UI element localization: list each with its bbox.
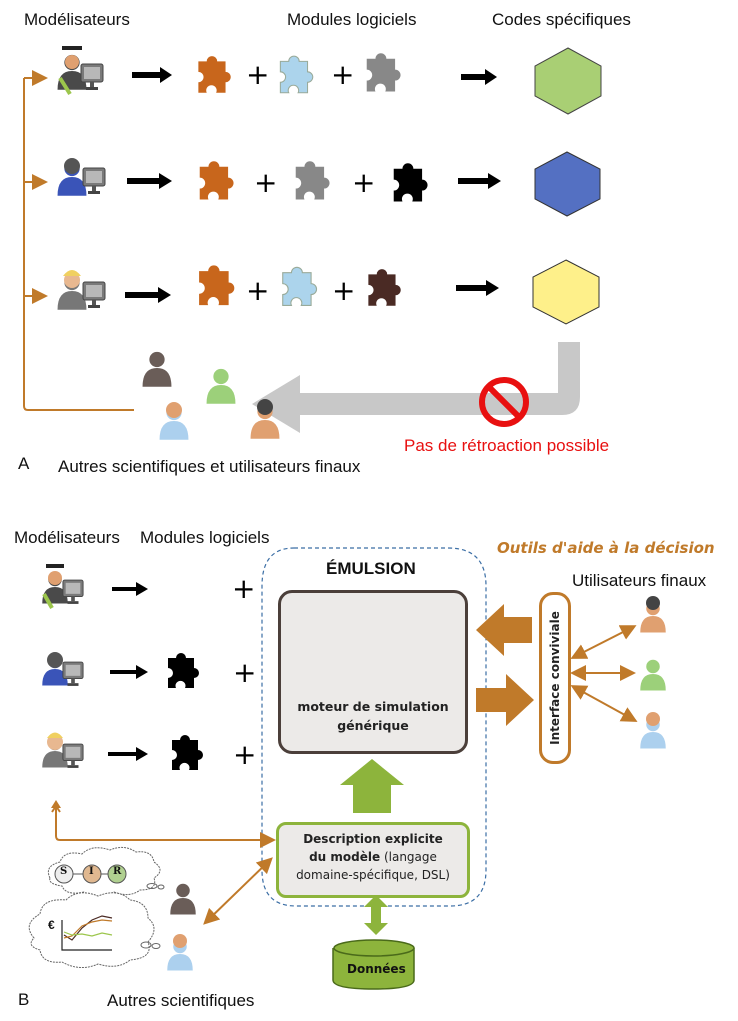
panel-letter-b: B bbox=[18, 990, 30, 1009]
blond-modeler-icon bbox=[57, 270, 106, 310]
scientists-group-a bbox=[142, 351, 280, 440]
thought-cloud-chart bbox=[28, 892, 155, 968]
description-subtitle: du modèle bbox=[309, 850, 381, 864]
code-hexagon-yellow bbox=[532, 259, 600, 325]
others-label-a: Autres scientifiques et utilisateurs fin… bbox=[58, 457, 361, 476]
description-rest: (langage bbox=[380, 850, 437, 864]
hooded-modeler-icon bbox=[57, 158, 106, 196]
puzzle-piece-icon bbox=[295, 161, 330, 200]
plus-icon: + bbox=[233, 738, 256, 771]
puzzle-piece-icon bbox=[198, 56, 231, 93]
researcher-icon bbox=[170, 883, 196, 915]
simulation-engine-box: moteur de simulation générique bbox=[278, 590, 468, 754]
interface-user-arrows bbox=[570, 625, 638, 722]
end-users-label: Utilisateurs finaux bbox=[572, 571, 707, 590]
sir-node-i: I bbox=[89, 866, 94, 877]
puzzle-piece-icon bbox=[279, 55, 314, 94]
puzzle-piece-icon bbox=[168, 653, 200, 688]
emulsion-container bbox=[261, 547, 487, 907]
researcher-icon bbox=[142, 351, 172, 387]
header-modules-a: Modules logiciels bbox=[287, 10, 417, 29]
user-interface-box: Interface conviviale bbox=[539, 592, 571, 764]
arrow-icon bbox=[112, 582, 148, 596]
model-description-box: Description explicite du modèle (langage… bbox=[276, 822, 470, 898]
arrow-icon bbox=[127, 173, 172, 189]
row-1-b: + bbox=[42, 564, 255, 609]
hooded-modeler-icon bbox=[42, 652, 84, 687]
puzzle-piece-icon bbox=[172, 735, 204, 770]
description-title: Description explicite bbox=[303, 832, 443, 846]
puzzle-piece-icon bbox=[366, 53, 401, 92]
engine-label-line2: générique bbox=[337, 718, 409, 733]
green-up-arrow bbox=[340, 759, 404, 813]
arrow-icon bbox=[110, 665, 148, 679]
puzzle-piece-icon bbox=[368, 269, 401, 306]
plus-icon: + bbox=[246, 274, 269, 307]
row-2-a: + + bbox=[57, 151, 601, 217]
graduate-modeler-icon bbox=[42, 564, 84, 609]
database-icon bbox=[332, 939, 415, 990]
data-label: Données bbox=[347, 962, 406, 976]
feedback-bracket-a bbox=[23, 70, 134, 411]
header-modelers-b: Modélisateurs bbox=[14, 528, 120, 547]
thought-cloud-sir bbox=[47, 846, 161, 897]
orange-right-arrow bbox=[476, 674, 534, 726]
decision-tools-label: Outils d'aide à la décision bbox=[497, 539, 715, 557]
plus-icon: + bbox=[232, 572, 255, 605]
others-label-b: Autres scientifiques bbox=[107, 991, 255, 1010]
no-entry-icon bbox=[479, 377, 529, 427]
panel-letter-a: A bbox=[18, 454, 30, 473]
row-1-a: + + bbox=[57, 46, 602, 115]
no-feedback-label: Pas de rétroaction possible bbox=[404, 436, 610, 455]
arrow-icon bbox=[108, 747, 148, 761]
graduate-modeler-icon bbox=[57, 46, 104, 96]
arrow-icon bbox=[456, 280, 499, 296]
blocked-feedback-arrow bbox=[252, 342, 580, 433]
arrow-icon bbox=[125, 287, 171, 303]
interface-label: Interface conviviale bbox=[548, 611, 562, 745]
puzzle-piece-icon bbox=[282, 266, 318, 307]
puzzle-piece-icon bbox=[199, 265, 235, 306]
row-3-b: + bbox=[42, 732, 256, 771]
other-scientists-b bbox=[28, 846, 196, 971]
engine-label-line1: moteur de simulation bbox=[297, 699, 449, 714]
scientist-description-arrow bbox=[203, 857, 273, 925]
arrow-icon bbox=[458, 173, 501, 189]
sir-node-r: R bbox=[113, 866, 122, 877]
orange-left-arrow bbox=[476, 604, 532, 656]
description-line3: domaine-spécifique, DSL) bbox=[296, 868, 450, 882]
plus-icon: + bbox=[332, 274, 355, 307]
currency-symbol: € bbox=[48, 918, 55, 932]
sir-node-s: S bbox=[60, 866, 68, 877]
code-hexagon-blue bbox=[534, 151, 601, 217]
emulsion-title: ÉMULSION bbox=[326, 559, 416, 578]
plus-icon: + bbox=[254, 166, 277, 199]
header-modelers-a: Modélisateurs bbox=[24, 10, 130, 29]
code-hexagon-green bbox=[534, 47, 602, 115]
blond-modeler-icon bbox=[42, 732, 84, 769]
green-double-arrow bbox=[364, 895, 388, 935]
row-3-a: + + bbox=[57, 259, 600, 325]
puzzle-piece-icon bbox=[199, 161, 234, 200]
arrow-icon bbox=[132, 67, 172, 83]
end-users-group bbox=[640, 596, 666, 749]
plus-icon: + bbox=[246, 58, 269, 91]
header-modules-b: Modules logiciels bbox=[140, 528, 270, 547]
surgeon-icon bbox=[640, 659, 666, 691]
plus-icon: + bbox=[233, 656, 256, 689]
plus-icon: + bbox=[352, 166, 375, 199]
feedback-line-b bbox=[55, 804, 276, 848]
header-codes-a: Codes spécifiques bbox=[492, 10, 631, 29]
surgeon-icon bbox=[206, 368, 236, 404]
row-2-b: + bbox=[42, 652, 256, 689]
arrow-icon bbox=[461, 69, 497, 85]
plus-icon: + bbox=[331, 58, 354, 91]
puzzle-piece-icon bbox=[393, 163, 428, 202]
